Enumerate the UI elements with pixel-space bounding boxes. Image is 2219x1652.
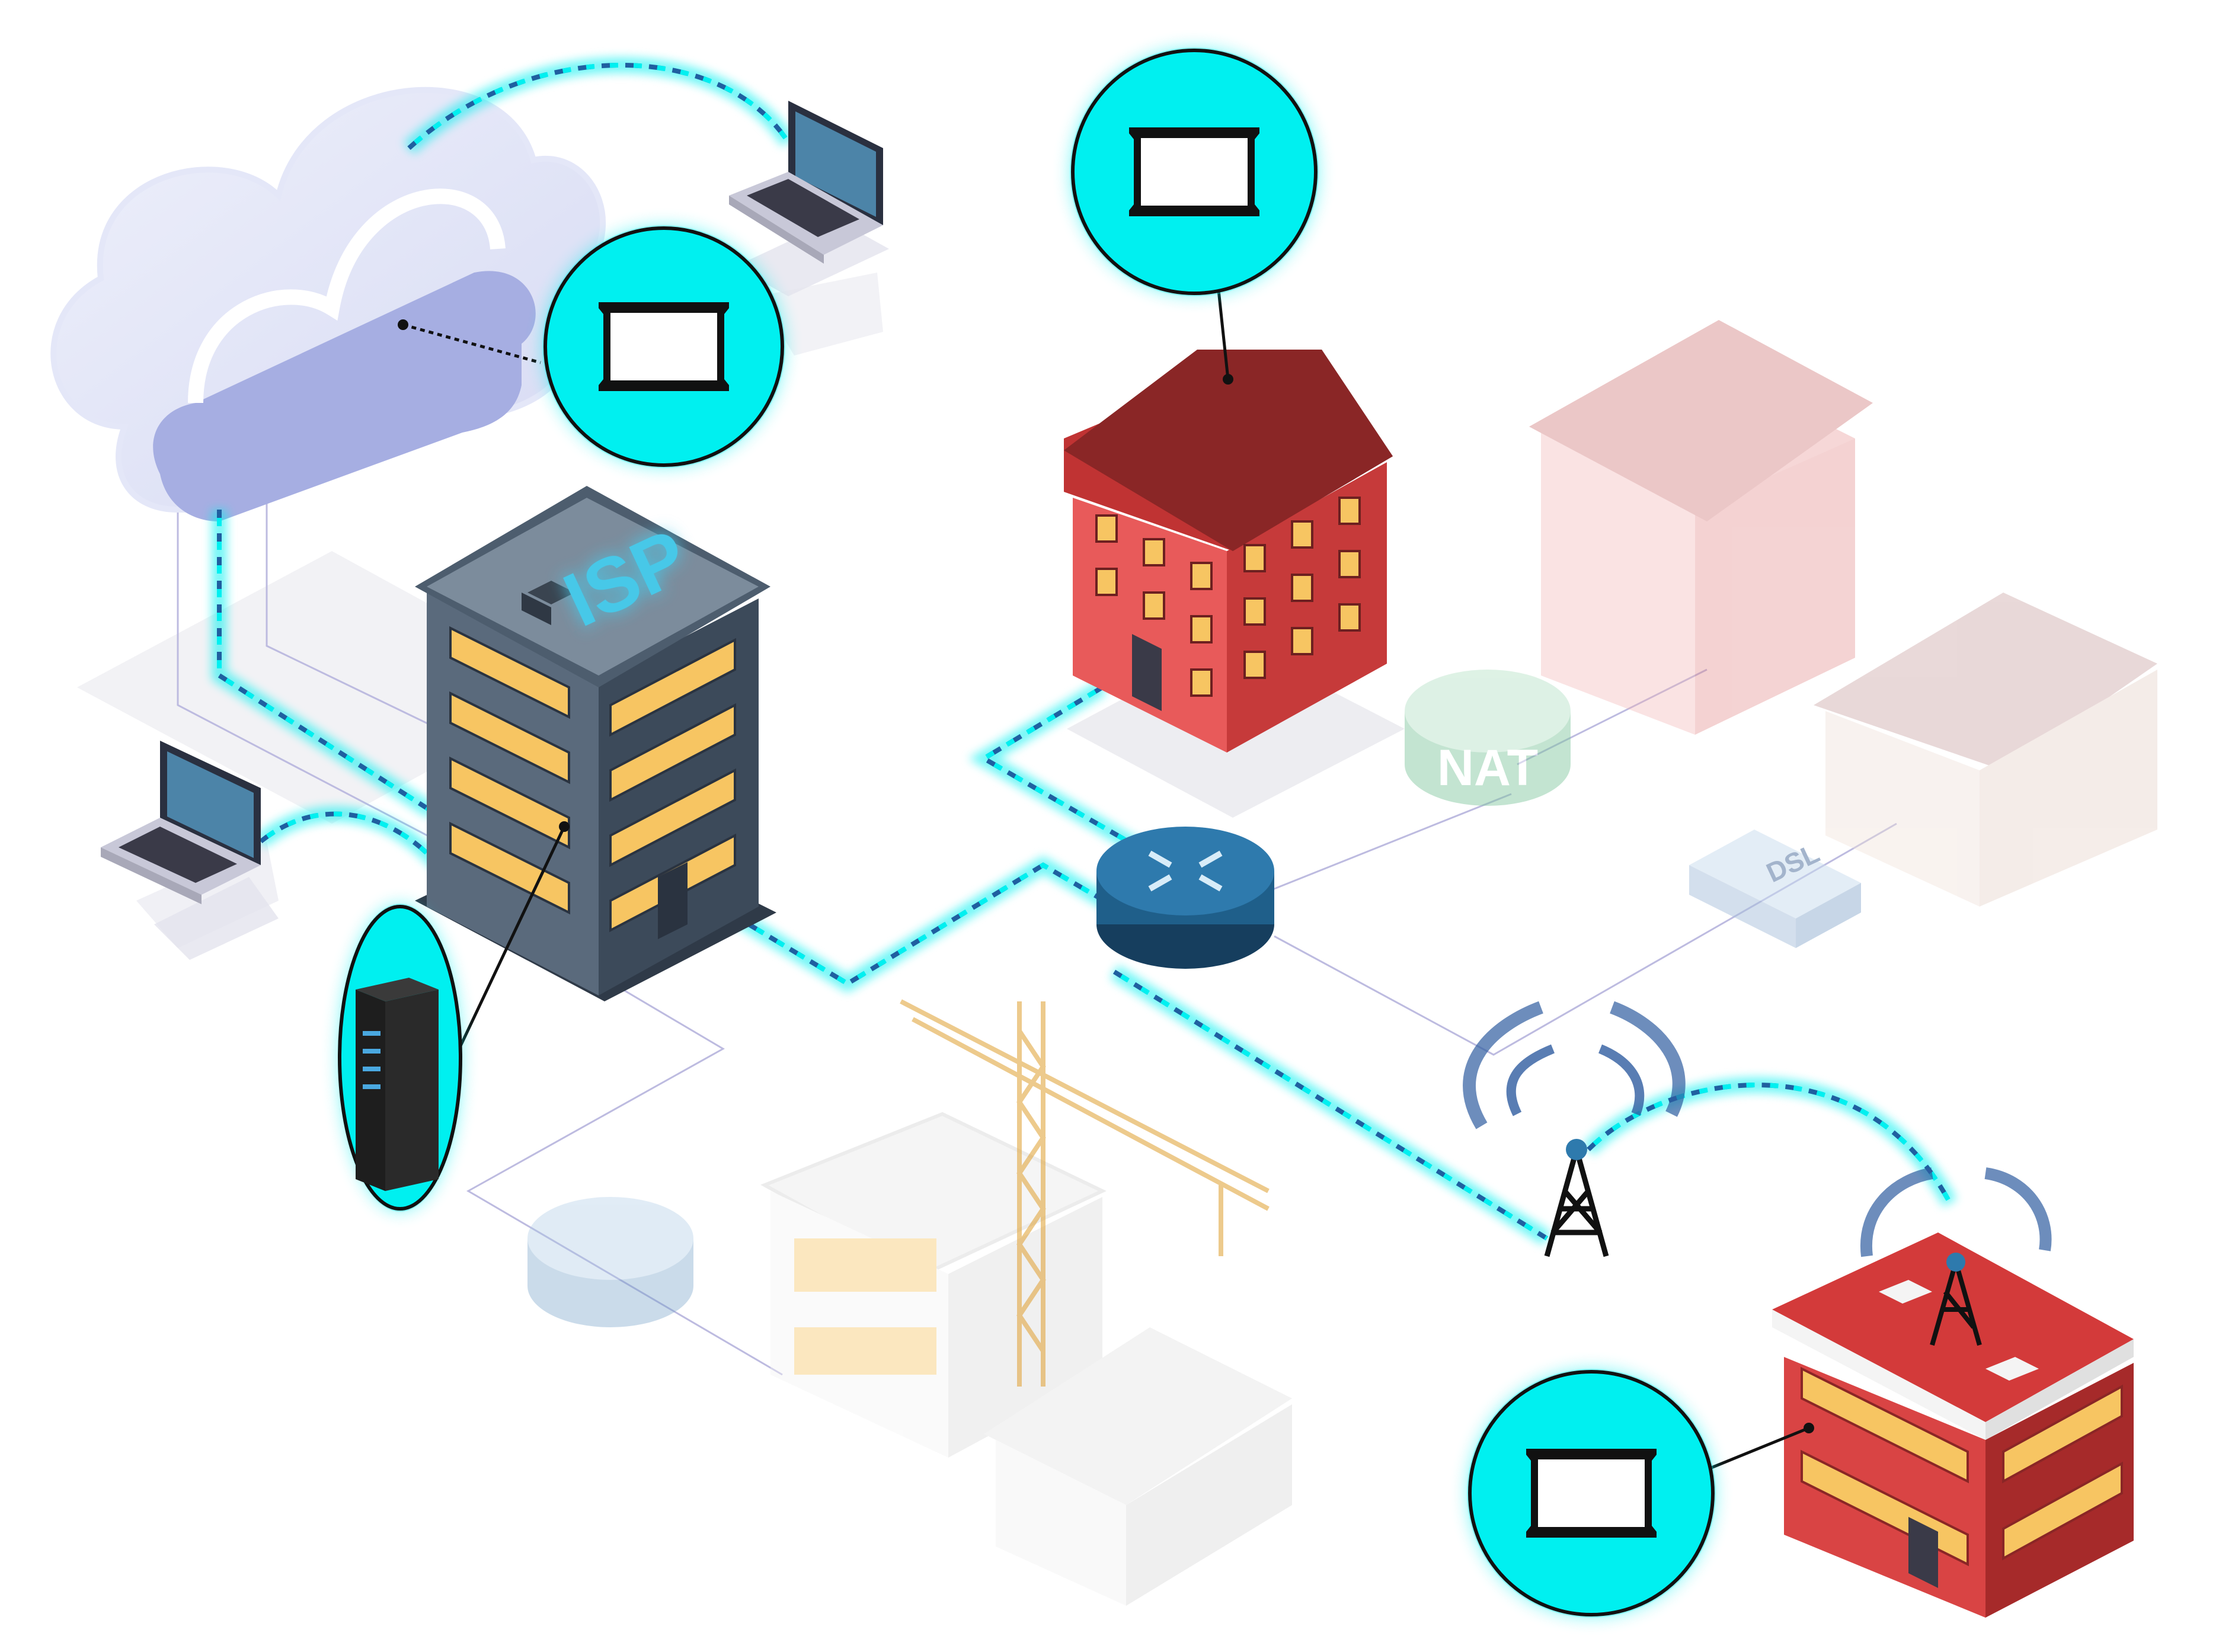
nat-router-icon: NAT <box>1405 670 1571 806</box>
server-rack-icon <box>356 978 439 1191</box>
callout-test-device-office[interactable] <box>1467 1369 1716 1618</box>
test-device-icon <box>1129 127 1259 216</box>
test-device-icon <box>1526 1449 1657 1538</box>
faded-house-top-right <box>1529 320 1873 735</box>
red-house[interactable] <box>1064 350 1405 818</box>
active-links <box>212 57 1957 1246</box>
laptop-icon[interactable] <box>729 101 889 296</box>
nat-label: NAT <box>1437 739 1538 796</box>
red-office-building[interactable] <box>1772 1167 2134 1618</box>
dsl-modem-icon: DSL <box>1689 830 1861 948</box>
faded-house-right <box>1814 593 2157 907</box>
router-icon[interactable] <box>1096 827 1274 969</box>
cloud <box>50 87 606 521</box>
test-device-icon <box>599 302 729 391</box>
callout-lines <box>402 284 1809 1471</box>
callout-server-rack[interactable] <box>338 904 462 1212</box>
faded-router-icon <box>527 1197 693 1327</box>
cell-tower-icon[interactable] <box>1463 1001 1686 1257</box>
construction-crane-icon <box>900 999 1270 1387</box>
callout-test-device-cloud[interactable] <box>542 225 785 468</box>
callout-test-device-house[interactable] <box>1070 47 1319 296</box>
isp-building[interactable]: ISP <box>415 486 776 1001</box>
laptop-icon[interactable] <box>101 741 279 960</box>
